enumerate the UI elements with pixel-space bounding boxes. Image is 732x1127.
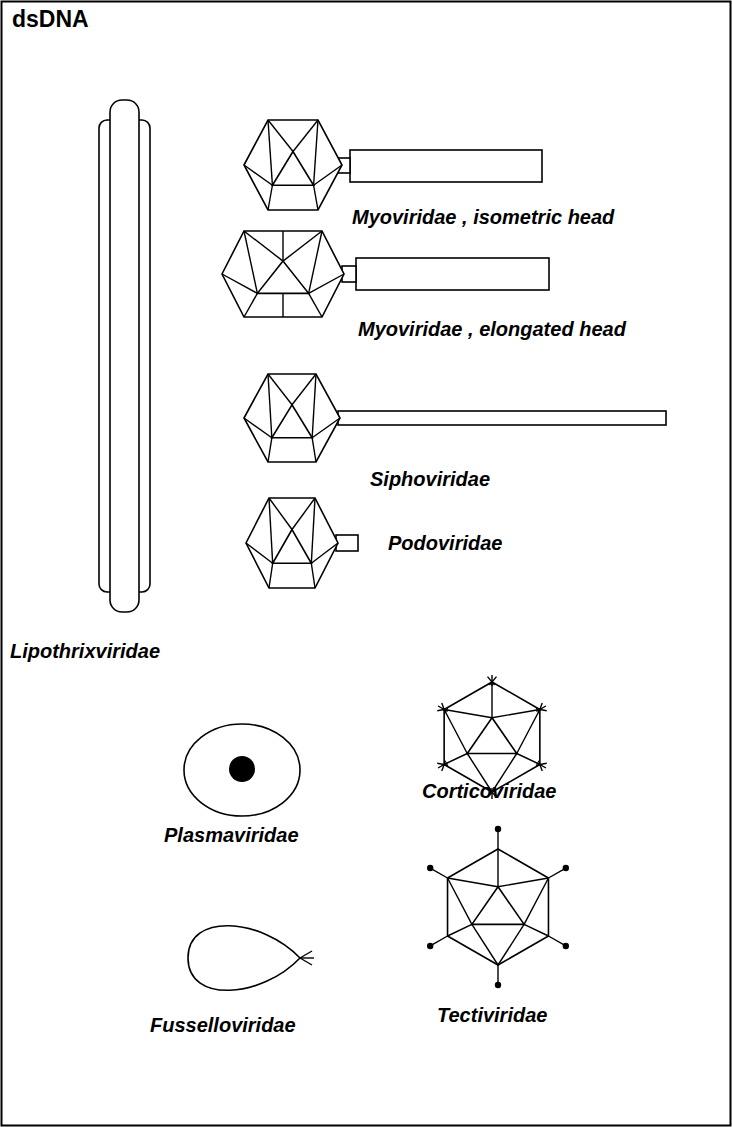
family-label: Fusselloviridae — [150, 1014, 296, 1037]
family-label: Tectiviridae — [437, 1004, 547, 1027]
family-label: Plasmaviridae — [164, 824, 299, 847]
family-label: Corticoviridae — [422, 780, 556, 803]
family-label: Lipothrixviridae — [10, 640, 160, 663]
lipothrix-rod — [99, 100, 150, 612]
title: dsDNA — [12, 6, 89, 33]
plasmavirus — [184, 724, 300, 816]
myovirus-elongated — [222, 231, 549, 317]
fusellovirus — [188, 926, 314, 991]
family-label: Myoviridae , elongated head — [358, 318, 626, 341]
podovirus — [246, 498, 358, 588]
siphovirus — [244, 374, 666, 462]
myovirus-isometric — [244, 120, 542, 210]
tectivirus — [427, 826, 569, 988]
family-label: Siphoviridae — [370, 468, 490, 491]
family-label: Podoviridae — [388, 532, 502, 555]
family-label: Myoviridae , isometric head — [352, 206, 614, 229]
